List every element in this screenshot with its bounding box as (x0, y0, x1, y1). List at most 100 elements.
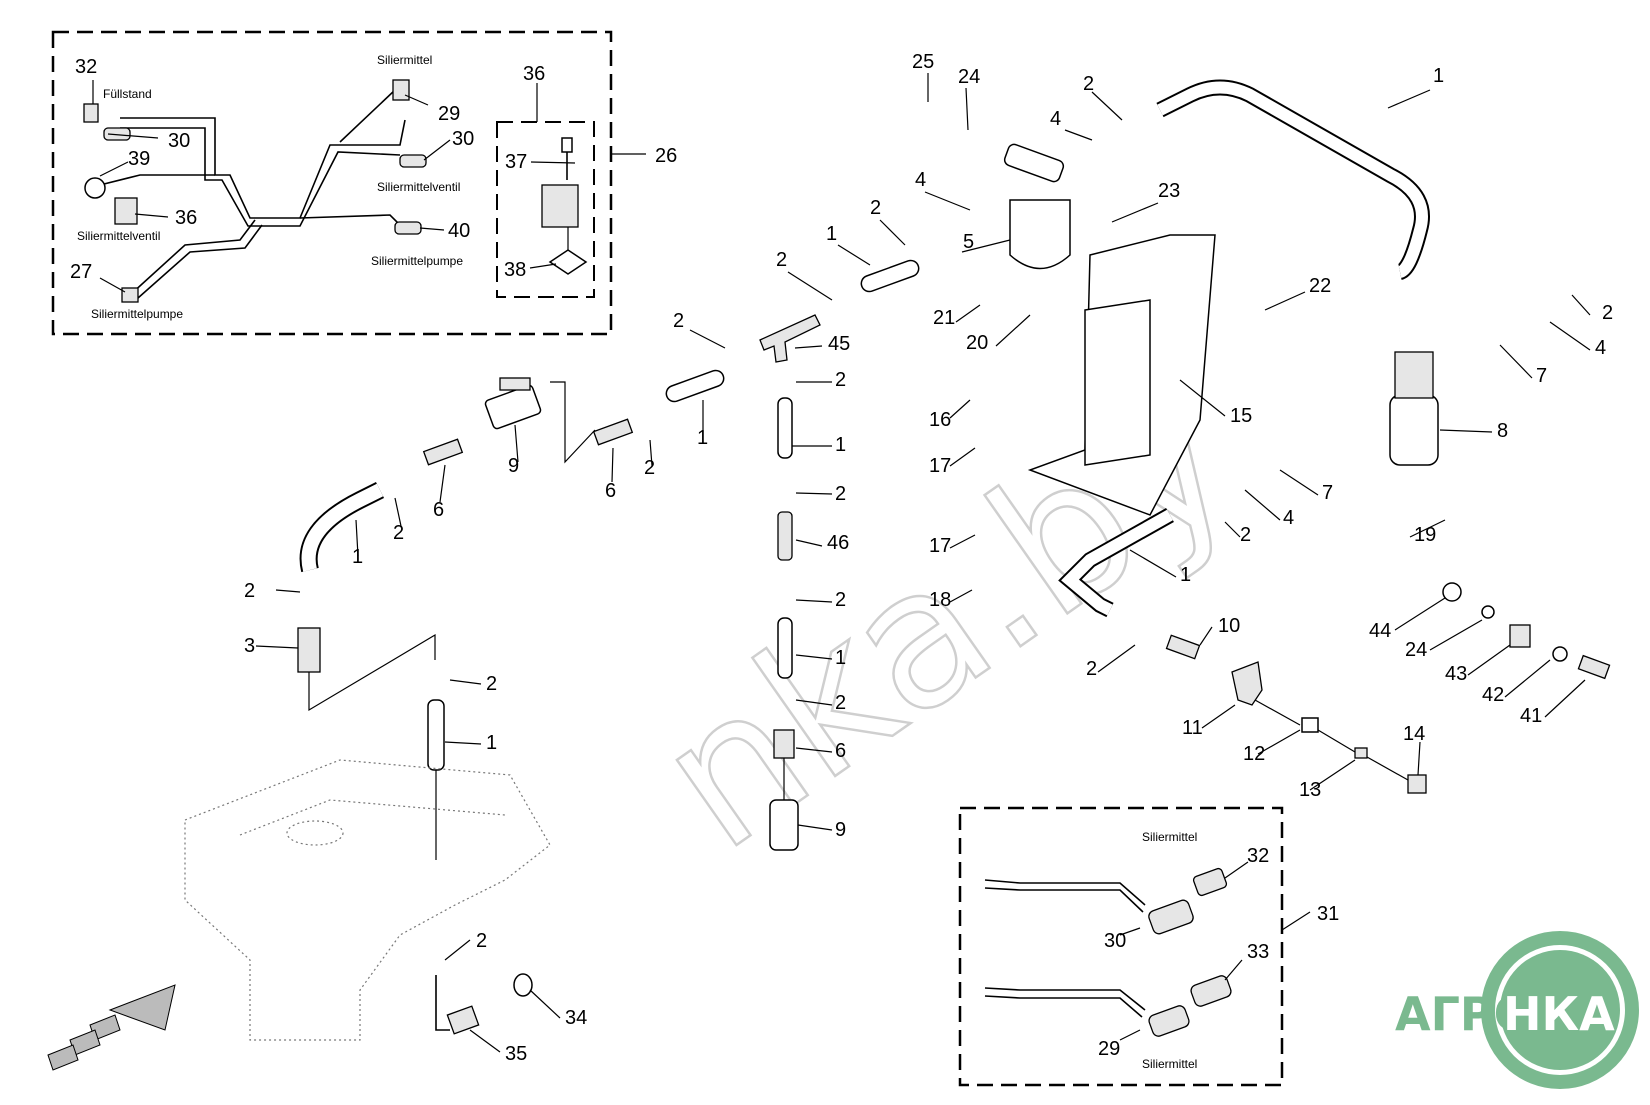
plug-30 (103, 127, 131, 141)
callout-26: 26 (655, 145, 677, 167)
valve-9 (769, 799, 799, 851)
callout-10: 10 (1218, 615, 1240, 637)
callout-2: 2 (835, 692, 846, 714)
bolt-41 (1577, 654, 1611, 680)
callout-4: 4 (915, 169, 926, 191)
valve-handle-9 (499, 377, 531, 391)
filter-head-5 (1003, 143, 1065, 183)
hose-1-tank (427, 699, 445, 771)
tank-outline (184, 759, 551, 1041)
callout-3: 3 (244, 635, 255, 657)
connector-27 (121, 287, 139, 303)
callout-24: 24 (1405, 639, 1427, 661)
cable (984, 995, 1143, 1018)
socket-32 (1192, 867, 1228, 897)
callout-40: 40 (448, 220, 470, 242)
washer-42 (1552, 646, 1568, 662)
callout-23: 23 (1158, 180, 1180, 202)
connector-line (1254, 699, 1301, 726)
connector-3 (297, 627, 321, 673)
filter-bowl-5 (1009, 199, 1071, 270)
nut-44 (1442, 582, 1462, 602)
sensor-connector-32 (83, 103, 99, 123)
nut-13 (1354, 747, 1368, 759)
callout-2: 2 (835, 589, 846, 611)
pipe-35 (435, 975, 450, 1031)
caption-siliermittel: Siliermittel (377, 53, 432, 67)
tank-opening (286, 820, 344, 846)
cable (984, 879, 1146, 906)
callout-8: 8 (1497, 420, 1508, 442)
cap-14 (1407, 774, 1427, 794)
callout-30: 30 (452, 128, 474, 150)
callout-20: 20 (966, 332, 988, 354)
callout-1: 1 (486, 732, 497, 754)
callout-9: 9 (508, 455, 519, 477)
harness-wire (129, 219, 256, 296)
callout-1: 1 (835, 434, 846, 456)
callout-15: 15 (1230, 405, 1252, 427)
callout-18: 18 (929, 589, 951, 611)
harness-wire (99, 174, 215, 186)
connector-46 (777, 511, 793, 561)
hose-1-short (860, 259, 920, 293)
callout-7: 7 (1536, 365, 1547, 387)
clamp-43 (1509, 624, 1531, 648)
callout-33: 33 (1247, 941, 1269, 963)
plug-30 (1148, 899, 1194, 935)
callout-39: 39 (128, 148, 150, 170)
logo-ring (1481, 931, 1639, 1089)
plug-39 (84, 177, 106, 199)
filter-bowl-8 (1389, 394, 1439, 466)
callout-1: 1 (1180, 564, 1191, 586)
inset-border-31 (958, 806, 1284, 1087)
harness-wire (137, 224, 263, 299)
hose-1-curve-fill (301, 483, 384, 572)
callout-6: 6 (605, 480, 616, 502)
callout-29: 29 (1098, 1038, 1120, 1060)
harness-wire (339, 89, 396, 143)
leader-lines (92, 80, 646, 293)
callout-21: 21 (933, 307, 955, 329)
plug-29 (1148, 1005, 1190, 1037)
plug-40 (394, 221, 422, 235)
bracket-plate (1084, 299, 1151, 466)
callout-22: 22 (1309, 275, 1331, 297)
callout-36: 36 (523, 63, 545, 85)
callout-42: 42 (1482, 684, 1504, 706)
callout-38: 38 (504, 259, 526, 281)
tee-11 (1231, 661, 1263, 706)
fitting-6 (773, 729, 795, 759)
callout-7: 7 (1322, 482, 1333, 504)
hose-1-fill (1157, 81, 1428, 278)
callout-2: 2 (1083, 73, 1094, 95)
callout-32: 32 (75, 56, 97, 78)
callout-4: 4 (1595, 337, 1606, 359)
main-assembly (47, 79, 1611, 1071)
leader-lines (255, 73, 1591, 1053)
washer-24 (1481, 605, 1495, 619)
callout-19: 19 (1414, 524, 1436, 546)
hose-1-vertical (777, 617, 793, 679)
callout-2: 2 (244, 580, 255, 602)
connector-line (308, 633, 436, 712)
callout-2: 2 (1086, 658, 1097, 680)
cable (984, 887, 1144, 913)
callout-9: 9 (835, 819, 846, 841)
callout-45: 45 (828, 333, 850, 355)
callout-1: 1 (1433, 65, 1444, 87)
socket-33 (1190, 975, 1232, 1007)
caption-fullstand: Füllstand (103, 87, 152, 101)
callout-35: 35 (505, 1043, 527, 1065)
callout-24: 24 (958, 66, 980, 88)
caption-siliermittelpumpe: Siliermittelpumpe (91, 307, 183, 321)
tank-outline (239, 799, 506, 836)
caption-siliermittelventil: Siliermittelventil (377, 180, 460, 194)
logo-text-right: НКА (1503, 987, 1615, 1041)
gasket-38 (548, 249, 588, 275)
hose-1-vertical (777, 397, 793, 459)
callout-31: 31 (1317, 903, 1339, 925)
callout-2: 2 (476, 930, 487, 952)
callout-32: 32 (1247, 845, 1269, 867)
logo-disc (1500, 950, 1620, 1070)
